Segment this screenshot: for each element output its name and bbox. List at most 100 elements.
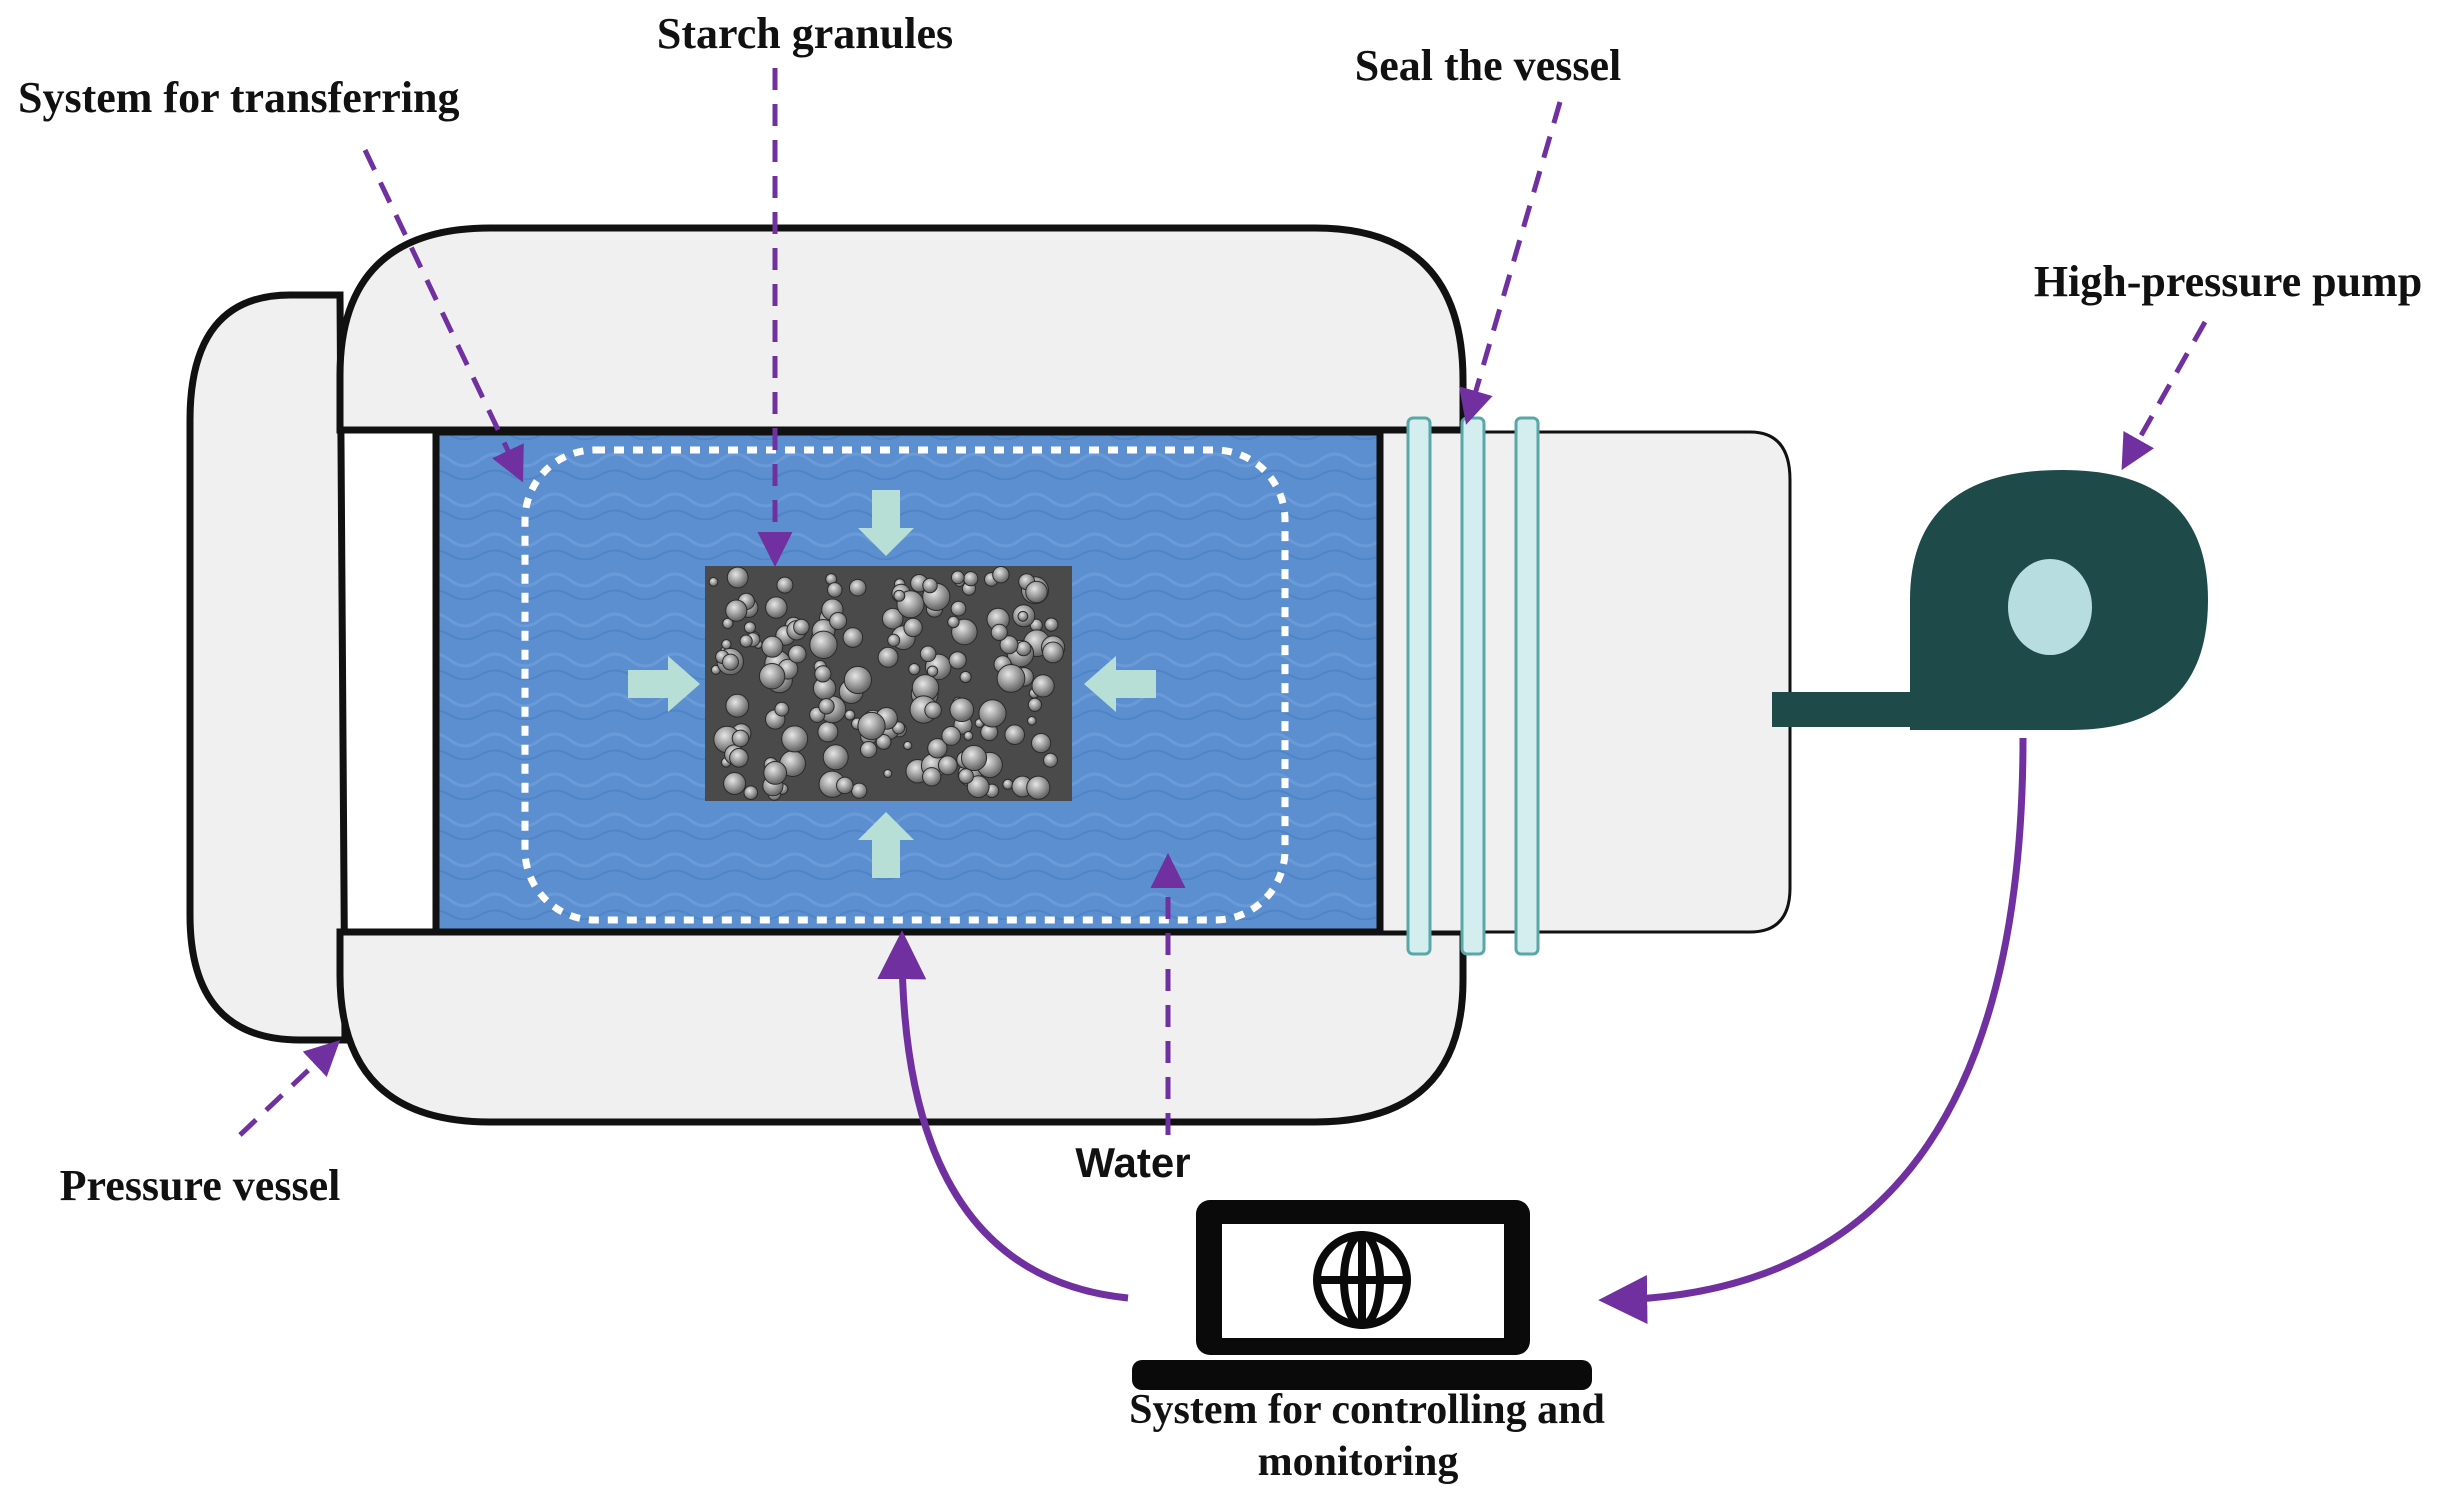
seal-ring	[1514, 416, 1540, 956]
starch-granule	[887, 633, 901, 647]
starch-granule	[881, 607, 904, 630]
starch-granule	[827, 582, 843, 598]
pump-eye	[2008, 559, 2092, 655]
starch-granule	[922, 767, 942, 787]
pointer-arrows	[238, 68, 2208, 1137]
starch-granule	[725, 599, 748, 622]
starch-granule	[877, 646, 899, 668]
starch-granule	[851, 782, 868, 799]
starch-granule	[926, 665, 939, 677]
starch-granule	[903, 617, 923, 638]
vessel-upper-wall	[336, 224, 1467, 434]
starch-granule	[774, 701, 790, 717]
starch-granule	[722, 653, 739, 671]
control-arcs	[877, 737, 2027, 1324]
pointer-pump	[2121, 320, 2208, 471]
label-system-for-transferring: System for transferring	[18, 73, 460, 122]
starch-granule	[949, 697, 975, 723]
starch-granule	[1025, 580, 1048, 604]
label-water: Water	[1075, 1139, 1190, 1186]
starch-granule	[1042, 641, 1064, 664]
vessel-end-cap	[186, 291, 349, 1044]
seal-ring	[1406, 416, 1432, 956]
starch-granule	[978, 699, 1007, 728]
starch-granule	[959, 670, 972, 684]
starch-granule	[960, 744, 988, 772]
vessel-plug	[1378, 430, 1792, 934]
starch-granule	[1027, 716, 1037, 726]
label-pressure-vessel: Pressure vessel	[60, 1161, 341, 1210]
vessel-lower-wall	[336, 928, 1467, 1126]
starch-granule	[758, 663, 786, 690]
starch-granule	[765, 596, 788, 619]
label-control-line2: monitoring	[1258, 1439, 1459, 1485]
starch-granule	[958, 768, 974, 784]
starch-granule	[1026, 775, 1051, 800]
starch-granule	[992, 566, 1010, 584]
arrow-down-icon	[858, 490, 914, 556]
starch-granule	[950, 600, 967, 617]
starch-granule	[947, 615, 960, 629]
starch-granule	[966, 775, 990, 799]
pump-icon	[1772, 470, 2208, 730]
starch-granule	[990, 623, 1008, 642]
starch-granule	[836, 776, 854, 795]
starch-granule	[814, 665, 832, 683]
pump-to-control-arc	[1598, 737, 2027, 1324]
starch-granule	[1043, 752, 1058, 768]
starch-granule	[1027, 697, 1043, 712]
starch-granule	[950, 570, 965, 585]
starch-granule	[721, 639, 732, 650]
arrow-right-icon	[628, 656, 700, 712]
starch-granule	[776, 576, 794, 594]
starch-granule	[922, 577, 938, 594]
arrow-up-icon	[858, 812, 914, 878]
starch-granule	[726, 566, 749, 589]
starch-granule	[822, 744, 849, 771]
starch-granule	[848, 578, 867, 597]
starch-granule	[919, 645, 937, 663]
pointer-pressure-vessel	[238, 1040, 341, 1137]
starch-granule	[924, 701, 942, 720]
starch-granule	[948, 651, 967, 670]
starch-granule	[793, 618, 810, 636]
starch-granule	[1031, 733, 1052, 754]
starch-granule	[1044, 617, 1059, 632]
starch-granule	[708, 577, 719, 587]
starch-granule	[739, 634, 753, 648]
label-starch-granules: Starch granules	[657, 9, 953, 58]
starch-granule	[893, 589, 906, 602]
starch-granule	[1004, 724, 1026, 746]
starch-granule	[731, 729, 750, 748]
label-high-pressure-pump: High-pressure pump	[2034, 257, 2422, 306]
starch-granule	[1031, 674, 1055, 698]
starch-granule	[818, 698, 835, 715]
starch-granule	[763, 761, 788, 785]
starch-granule	[829, 612, 848, 630]
starch-granule	[996, 664, 1026, 693]
starch-granule	[883, 769, 893, 778]
starch-granule	[842, 627, 864, 648]
starch-granule	[843, 665, 873, 695]
starch-granule	[875, 734, 892, 750]
seal-rings	[1406, 416, 1540, 956]
starch-granule	[743, 621, 757, 634]
starch-granule	[817, 721, 839, 743]
laptop-icon	[1132, 1200, 1592, 1390]
starch-granule	[781, 725, 809, 753]
pointer-seal	[1459, 101, 1563, 425]
starch-granule	[725, 693, 750, 718]
starch-granule	[927, 738, 948, 759]
starch-granule	[903, 740, 913, 751]
laptop-base	[1132, 1360, 1592, 1390]
starch-granule	[1017, 610, 1029, 622]
starch-granule	[1015, 640, 1032, 657]
labels: Starch granules System for transferring …	[18, 9, 2422, 1485]
globe-icon	[1313, 1231, 1411, 1329]
starch-granule	[761, 635, 784, 658]
label-seal-the-vessel: Seal the vessel	[1355, 41, 1621, 90]
pointer-transferring	[362, 148, 524, 483]
starch-granule	[908, 663, 921, 676]
starch-granule	[809, 630, 838, 659]
